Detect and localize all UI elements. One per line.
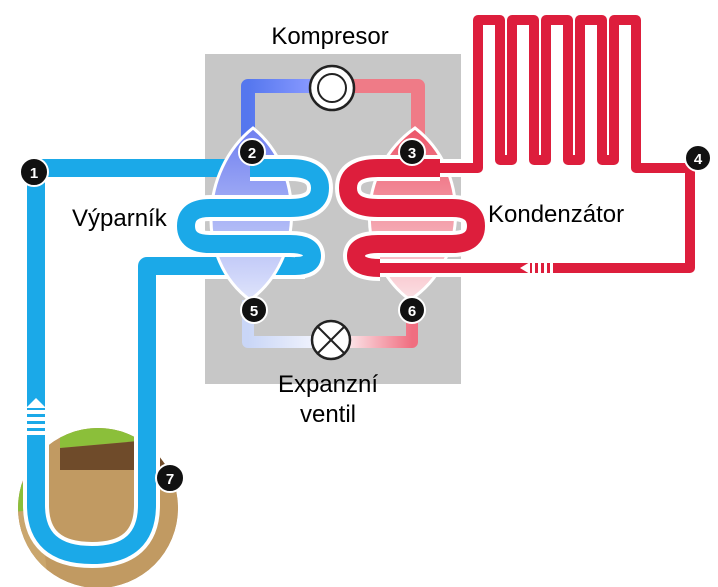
svg-text:7: 7 [166, 471, 174, 488]
svg-text:5: 5 [250, 303, 258, 320]
compressor-label: Kompresor [271, 23, 388, 50]
flow-arrow-left-icon [520, 262, 553, 274]
marker-2: 2 [238, 138, 266, 166]
svg-text:1: 1 [30, 165, 38, 182]
marker-1: 1 [19, 157, 49, 187]
marker-3: 3 [398, 138, 426, 166]
heating-radiator-pipe-inner [380, 15, 695, 273]
svg-text:2: 2 [248, 145, 256, 162]
refrigerant-line-cold-top [241, 79, 312, 140]
refrigerant-line-hot-top [352, 79, 425, 140]
compressor-icon [308, 64, 356, 112]
svg-text:3: 3 [408, 145, 416, 162]
marker-5: 5 [240, 296, 268, 324]
expansion-valve-icon [310, 319, 352, 361]
evaporator-coil-inner [176, 159, 330, 275]
marker-7: 7 [155, 463, 185, 493]
svg-text:6: 6 [408, 303, 416, 320]
condenser-coil-inner [338, 159, 486, 277]
marker-6: 6 [398, 296, 426, 324]
valve-label-line2: ventil [300, 401, 356, 428]
valve-label-line1: Expanzní [278, 371, 378, 398]
evaporator-label: Výparník [72, 205, 168, 232]
svg-text:4: 4 [694, 151, 703, 168]
flow-arrow-up-icon [26, 398, 46, 435]
condenser-label: Kondenzátor [488, 201, 624, 228]
marker-4: 4 [684, 144, 712, 172]
ground-loop-pipe-inner [27, 170, 305, 564]
